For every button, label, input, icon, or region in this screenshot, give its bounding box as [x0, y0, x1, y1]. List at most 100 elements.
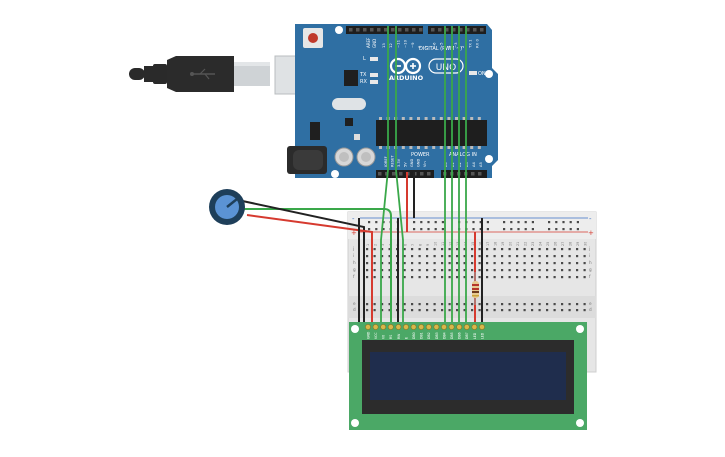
breadboard-hole[interactable] [546, 255, 549, 258]
breadboard-hole[interactable] [478, 262, 481, 265]
breadboard-hole[interactable] [366, 309, 369, 312]
rail-hole[interactable] [524, 221, 527, 224]
breadboard-hole[interactable] [546, 276, 549, 279]
lcd-pin[interactable] [425, 324, 432, 330]
rail-hole[interactable] [548, 221, 551, 224]
header-pin[interactable] [349, 28, 353, 32]
lcd-pin[interactable] [403, 324, 409, 330]
lcd-pin[interactable] [365, 324, 371, 330]
breadboard-hole[interactable] [478, 309, 481, 312]
header-pin[interactable] [431, 28, 435, 32]
breadboard-hole[interactable] [441, 269, 444, 272]
breadboard-hole[interactable] [553, 269, 556, 272]
breadboard-hole[interactable] [441, 276, 444, 279]
lcd-pin[interactable] [441, 324, 447, 330]
lcd-pin[interactable] [372, 324, 379, 330]
breadboard-hole[interactable] [426, 255, 429, 258]
breadboard-hole[interactable] [433, 248, 436, 251]
breadboard-hole[interactable] [508, 255, 511, 258]
breadboard-hole[interactable] [523, 309, 526, 312]
breadboard-hole[interactable] [561, 269, 564, 272]
breadboard-hole[interactable] [508, 248, 511, 251]
rail-hole[interactable] [427, 228, 430, 231]
breadboard-hole[interactable] [373, 276, 376, 279]
breadboard-hole[interactable] [381, 262, 384, 265]
breadboard-hole[interactable] [568, 309, 571, 312]
rail-hole[interactable] [368, 228, 371, 231]
breadboard-hole[interactable] [561, 309, 564, 312]
rail-hole[interactable] [472, 221, 475, 224]
breadboard-hole[interactable] [576, 248, 579, 251]
breadboard-hole[interactable] [448, 255, 451, 258]
breadboard-hole[interactable] [471, 276, 474, 279]
breadboard-hole[interactable] [493, 309, 496, 312]
breadboard-hole[interactable] [366, 262, 369, 265]
header-pin[interactable] [466, 28, 470, 32]
breadboard-hole[interactable] [486, 276, 489, 279]
header-pin[interactable] [370, 28, 374, 32]
breadboard-hole[interactable] [546, 248, 549, 251]
breadboard-hole[interactable] [553, 262, 556, 265]
lcd-pin[interactable] [479, 324, 485, 330]
breadboard-hole[interactable] [516, 309, 519, 312]
breadboard-hole[interactable] [501, 262, 504, 265]
header-pin[interactable] [392, 172, 396, 176]
breadboard-hole[interactable] [493, 276, 496, 279]
rail-hole[interactable] [510, 221, 513, 224]
rail-hole[interactable] [576, 228, 579, 231]
breadboard-hole[interactable] [583, 269, 586, 272]
breadboard-hole[interactable] [463, 262, 466, 265]
breadboard-hole[interactable] [471, 303, 474, 306]
rail-hole[interactable] [434, 228, 437, 231]
breadboard-hole[interactable] [508, 262, 511, 265]
breadboard-hole[interactable] [456, 262, 459, 265]
breadboard-hole[interactable] [583, 303, 586, 306]
breadboard-hole[interactable] [576, 309, 579, 312]
breadboard-hole[interactable] [486, 269, 489, 272]
breadboard-hole[interactable] [418, 262, 421, 265]
breadboard-hole[interactable] [448, 262, 451, 265]
header-pin[interactable] [405, 28, 409, 32]
rail-hole[interactable] [517, 228, 520, 231]
breadboard-hole[interactable] [381, 309, 384, 312]
wire-green-e[interactable] [395, 26, 404, 327]
breadboard-hole[interactable] [493, 262, 496, 265]
breadboard-hole[interactable] [568, 276, 571, 279]
breadboard-hole[interactable] [463, 248, 466, 251]
breadboard-hole[interactable] [478, 276, 481, 279]
breadboard-hole[interactable] [366, 276, 369, 279]
breadboard-hole[interactable] [426, 309, 429, 312]
breadboard-hole[interactable] [373, 248, 376, 251]
breadboard-hole[interactable] [381, 303, 384, 306]
breadboard-hole[interactable] [433, 269, 436, 272]
breadboard-hole[interactable] [553, 303, 556, 306]
breadboard-hole[interactable] [501, 248, 504, 251]
breadboard-hole[interactable] [516, 303, 519, 306]
rail-hole[interactable] [420, 228, 423, 231]
breadboard-hole[interactable] [411, 276, 414, 279]
wire-green-rs[interactable] [380, 26, 389, 327]
breadboard-hole[interactable] [418, 309, 421, 312]
breadboard-hole[interactable] [373, 262, 376, 265]
breadboard-hole[interactable] [516, 248, 519, 251]
breadboard-hole[interactable] [561, 276, 564, 279]
breadboard-hole[interactable] [478, 269, 481, 272]
rail-hole[interactable] [562, 228, 565, 231]
breadboard-hole[interactable] [576, 303, 579, 306]
wire-black-pot-gnd[interactable] [232, 198, 365, 327]
rail-hole[interactable] [503, 221, 506, 224]
breadboard-hole[interactable] [441, 248, 444, 251]
breadboard-hole[interactable] [433, 276, 436, 279]
breadboard-hole[interactable] [531, 309, 534, 312]
breadboard-hole[interactable] [388, 309, 391, 312]
breadboard-hole[interactable] [516, 255, 519, 258]
breadboard-hole[interactable] [508, 309, 511, 312]
breadboard-hole[interactable] [523, 255, 526, 258]
breadboard-hole[interactable] [501, 269, 504, 272]
rail-hole[interactable] [375, 228, 378, 231]
breadboard-hole[interactable] [456, 269, 459, 272]
breadboard-hole[interactable] [448, 248, 451, 251]
breadboard-hole[interactable] [418, 269, 421, 272]
breadboard-hole[interactable] [501, 309, 504, 312]
